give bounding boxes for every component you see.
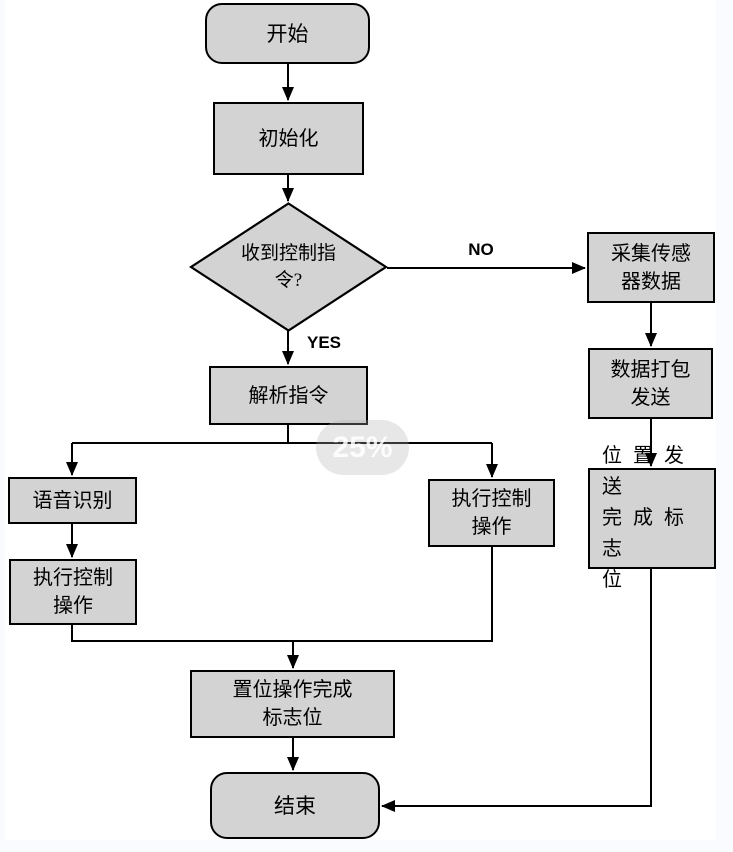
node-start-label: 开始 <box>266 21 309 46</box>
node-pack-label: 数据打包 发送 <box>610 358 691 409</box>
node-end-label: 结束 <box>274 793 316 818</box>
edge-label-yes: YES <box>306 333 342 352</box>
node-collect-label: 采集传感 器数据 <box>611 242 691 293</box>
node-exec-right: 执行控制 操作 <box>428 479 555 547</box>
node-voice: 语音识别 <box>8 477 137 524</box>
edge-merge-bar <box>71 547 493 642</box>
node-parse-label: 解析指令 <box>248 384 329 407</box>
node-collect: 采集传感 器数据 <box>587 232 715 303</box>
node-decision-label: 收到控制指 令? <box>240 243 336 291</box>
node-voice-label: 语音识别 <box>32 489 113 512</box>
node-exec-left: 执行控制 操作 <box>9 559 137 625</box>
node-parse: 解析指令 <box>209 366 368 425</box>
zoom-level-badge: 25% <box>316 420 409 475</box>
node-end: 结束 <box>210 772 380 839</box>
node-pack: 数据打包 发送 <box>588 348 713 419</box>
node-exec-right-label: 执行控制 操作 <box>451 488 532 538</box>
node-init: 初始化 <box>213 102 364 175</box>
node-pos-flag: 位置发送 完成标志 位 <box>588 445 716 591</box>
node-set-flag-label: 置位操作完成 标志位 <box>232 679 353 729</box>
edge-label-no: NO <box>468 240 494 259</box>
edge-posflag-end <box>381 569 652 812</box>
node-init-label: 初始化 <box>258 127 319 150</box>
page-margin-left <box>0 0 5 852</box>
node-exec-left-label: 执行控制 操作 <box>33 567 113 617</box>
node-start: 开始 <box>205 3 370 64</box>
page-margin-bottom <box>0 840 733 852</box>
zoom-level-text: 25% <box>332 430 393 464</box>
node-set-flag: 置位操作完成 标志位 <box>190 670 395 738</box>
page-margin-right <box>716 0 733 852</box>
node-decision: 收到控制指 令? <box>189 202 388 332</box>
decision-diamond-shape <box>189 202 388 332</box>
node-pos-flag-label: 位置发送 完成标志 位 <box>602 445 695 591</box>
